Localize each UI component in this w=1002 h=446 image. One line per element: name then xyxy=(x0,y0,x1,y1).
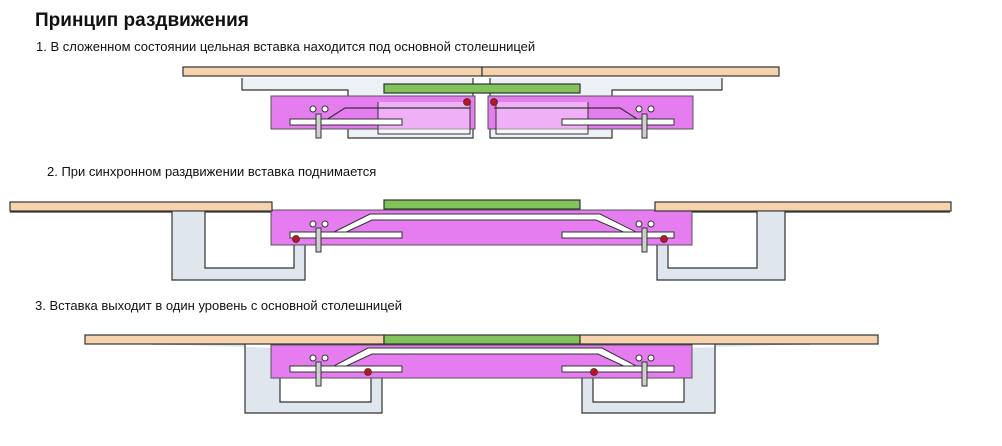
hole xyxy=(635,354,643,362)
pin xyxy=(463,98,471,106)
right-rail xyxy=(561,365,675,373)
hole xyxy=(635,220,643,228)
pin xyxy=(660,235,668,243)
left-tabletop xyxy=(182,66,483,77)
insert-panel xyxy=(383,334,581,345)
insert-panel xyxy=(383,83,581,94)
left-tabletop xyxy=(9,201,273,212)
right-guide xyxy=(495,102,589,135)
stage-3-flush xyxy=(84,334,879,414)
left-tabletop xyxy=(84,334,385,345)
pin xyxy=(490,98,498,106)
bolt xyxy=(315,361,322,387)
right-frame xyxy=(656,211,950,281)
step-2-caption: 2. При синхронном раздвижении вставка по… xyxy=(47,164,377,179)
pin xyxy=(364,368,372,376)
right-rail xyxy=(561,118,675,126)
bolt xyxy=(641,227,648,253)
diagram-title: Принцип раздвижения xyxy=(35,10,249,31)
pin xyxy=(292,235,300,243)
bolt xyxy=(641,113,648,139)
hole xyxy=(635,105,643,113)
left-rail xyxy=(289,118,403,126)
right-rail xyxy=(561,231,675,239)
stage-1-folded xyxy=(182,66,780,139)
bolt xyxy=(315,113,322,139)
right-lever xyxy=(494,107,643,123)
hole xyxy=(321,354,329,362)
left-rail xyxy=(289,365,403,373)
left-rail xyxy=(289,231,403,239)
hole xyxy=(321,220,329,228)
hole xyxy=(321,105,329,113)
left-lever xyxy=(322,107,470,123)
right-tabletop xyxy=(654,201,952,212)
pin xyxy=(590,368,598,376)
hole xyxy=(309,105,317,113)
hole xyxy=(309,220,317,228)
step-3-caption: 3. Вставка выходит в один уровень с осно… xyxy=(35,298,402,313)
step-1-caption: 1. В сложенном состоянии цельная вставка… xyxy=(36,39,536,54)
insert-panel xyxy=(383,199,581,210)
hole xyxy=(309,354,317,362)
hole xyxy=(647,105,655,113)
bolt xyxy=(641,361,648,387)
right-tabletop xyxy=(579,334,879,345)
bolt xyxy=(315,227,322,253)
right-tabletop xyxy=(481,66,780,77)
left-guide xyxy=(377,102,471,135)
left-frame xyxy=(10,211,306,281)
hole xyxy=(647,354,655,362)
stage-2-opening xyxy=(9,199,952,281)
hole xyxy=(647,220,655,228)
